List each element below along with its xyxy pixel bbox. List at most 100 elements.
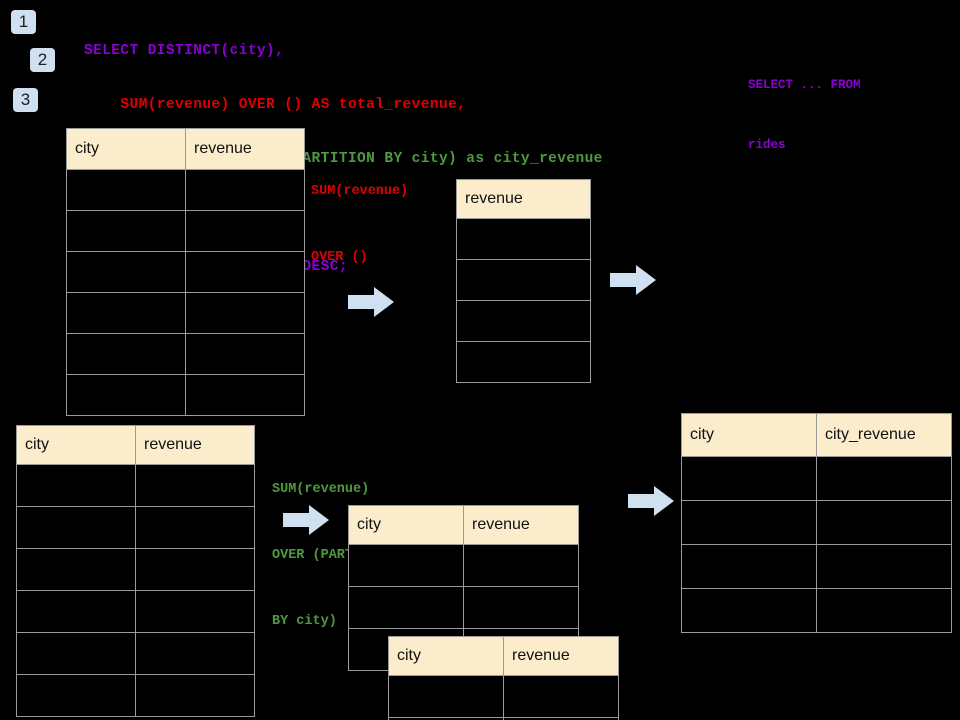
table-cell (463, 544, 579, 587)
arrow-head (309, 505, 329, 535)
table-row (348, 586, 579, 629)
table-cell (135, 632, 255, 675)
table-cell (456, 259, 591, 301)
column-header-city: city (388, 636, 504, 676)
arrow-partition-to-result (628, 486, 674, 516)
table-row (16, 506, 255, 549)
total-revenue-table: revenue (456, 179, 591, 383)
column-header-city: city (16, 425, 136, 465)
table-header-row: city city_revenue (681, 413, 952, 457)
table-cell (16, 632, 136, 675)
table-cell (348, 544, 464, 587)
table-cell (135, 548, 255, 591)
annotation-sum-over-empty-line2: OVER () (311, 250, 368, 265)
table-cell (185, 210, 305, 252)
table-cell (16, 674, 136, 717)
table-row (456, 218, 591, 260)
arrow-shaft (283, 513, 311, 527)
table-row (16, 548, 255, 591)
column-header-city: city (681, 413, 817, 457)
arrow-rides-to-partition (283, 505, 329, 535)
table-header-row: city revenue (388, 636, 619, 676)
column-header-revenue: revenue (463, 505, 579, 545)
table-cell (16, 464, 136, 507)
table-row (16, 590, 255, 633)
column-header-revenue: revenue (456, 179, 591, 219)
table-header-row: city revenue (66, 128, 305, 170)
step-badge-1: 1 (11, 10, 36, 34)
table-row (388, 675, 619, 718)
annotation-sum-over-empty-line1: SUM(revenue) (311, 184, 409, 199)
step-badge-3: 3 (13, 88, 38, 112)
table-row (681, 544, 952, 589)
table-cell (135, 464, 255, 507)
table-cell (503, 717, 619, 720)
table-cell (348, 586, 464, 629)
arrow-rides-to-total (348, 287, 394, 317)
table-cell (16, 548, 136, 591)
table-cell (66, 210, 186, 252)
annotation-select-from-line2: rides (748, 138, 786, 152)
arrow-shaft (610, 273, 638, 287)
column-header-city-revenue: city_revenue (816, 413, 952, 457)
table-cell (66, 333, 186, 375)
table-row (456, 341, 591, 383)
table-cell (66, 292, 186, 334)
table-cell (185, 374, 305, 416)
annotation-select-from: SELECT ... FROM rides (748, 35, 861, 195)
table-cell (388, 675, 504, 718)
table-row (16, 674, 255, 717)
sql-line-1: SELECT DISTINCT(city), (84, 43, 285, 59)
table-row (16, 464, 255, 507)
table-row (16, 632, 255, 675)
table-cell (816, 544, 952, 589)
table-cell (66, 169, 186, 211)
column-header-revenue: revenue (135, 425, 255, 465)
annotation-sum-over-empty: SUM(revenue) OVER () (311, 137, 408, 313)
step-badge-2: 2 (30, 48, 55, 72)
table-cell (135, 674, 255, 717)
table-row (681, 456, 952, 501)
table-row (66, 333, 305, 375)
table-cell (66, 251, 186, 293)
table-header-row: city revenue (16, 425, 255, 465)
arrow-head (374, 287, 394, 317)
column-header-city: city (66, 128, 186, 170)
table-cell (185, 251, 305, 293)
table-row (456, 300, 591, 342)
arrow-shaft (628, 494, 656, 508)
table-cell (135, 590, 255, 633)
table-cell (185, 333, 305, 375)
column-header-city: city (348, 505, 464, 545)
column-header-revenue: revenue (503, 636, 619, 676)
arrow-shaft (348, 295, 376, 309)
table-cell (456, 300, 591, 342)
table-cell (681, 456, 817, 501)
table-row (681, 500, 952, 545)
table-header-row: revenue (456, 179, 591, 219)
table-row (66, 292, 305, 334)
table-cell (456, 218, 591, 260)
arrow-head (636, 265, 656, 295)
table-cell (816, 456, 952, 501)
rides-table-bottom: city revenue (16, 425, 255, 717)
table-cell (681, 500, 817, 545)
table-row (66, 251, 305, 293)
column-header-revenue: revenue (185, 128, 305, 170)
annotation-sum-over-partition-line1: SUM(revenue) (272, 482, 370, 497)
table-row (456, 259, 591, 301)
table-row (388, 717, 619, 720)
table-row (348, 544, 579, 587)
annotation-sum-over-partition: SUM(revenue) OVER (PARTITION BY city) (272, 435, 394, 677)
table-cell (681, 588, 817, 633)
table-cell (16, 590, 136, 633)
partition-table-front: city revenue (388, 636, 619, 720)
table-row (66, 374, 305, 416)
table-cell (185, 292, 305, 334)
table-cell (503, 675, 619, 718)
table-cell (66, 374, 186, 416)
rides-table-top: city revenue (66, 128, 305, 416)
table-cell (681, 544, 817, 589)
table-row (681, 588, 952, 633)
